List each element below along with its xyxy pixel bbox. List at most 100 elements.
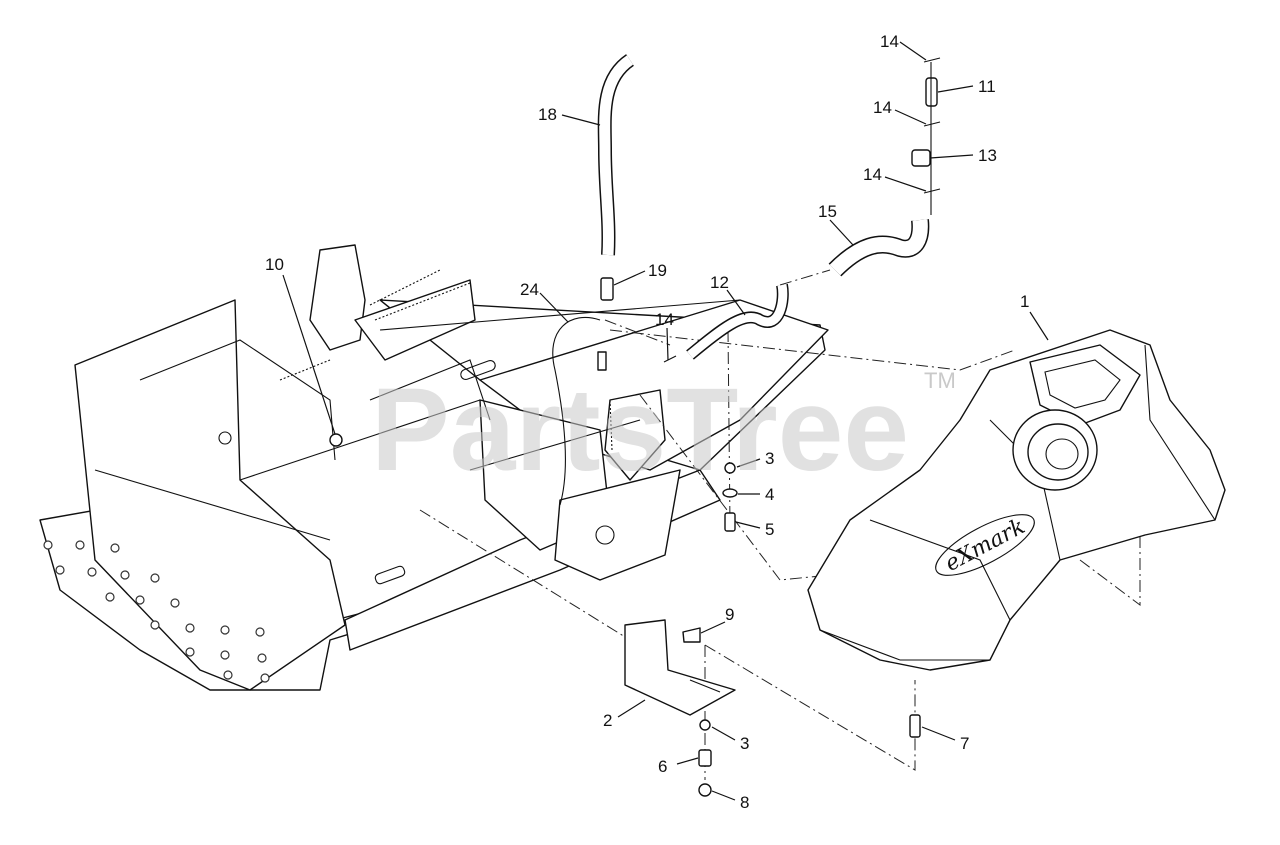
deck-bolt: [150, 620, 160, 630]
leader-14b: [894, 109, 927, 125]
fuel-lines: [552, 54, 941, 506]
callout-10: 10: [265, 255, 284, 274]
fuel-tank-ridge: [869, 519, 1011, 621]
leader-18: [561, 114, 601, 126]
watermark: PartsTree TM: [371, 364, 956, 496]
deck-bolt: [170, 598, 180, 608]
frame-upright-bracket: [309, 244, 366, 351]
plug-9: [682, 627, 701, 643]
callout-14b: 14: [873, 98, 892, 117]
fuel-hose-inner: [687, 284, 788, 359]
callout-6: 6: [658, 757, 667, 776]
assembly-line: [639, 394, 831, 581]
deck-bolt: [120, 570, 130, 580]
leader-24: [539, 292, 569, 323]
deck-bolt: [150, 573, 160, 583]
leader-12: [726, 289, 746, 316]
frame-seat-support: [354, 279, 476, 361]
frame-inner-edge: [139, 339, 336, 461]
nut-6: [698, 749, 712, 767]
frame-inner-edge: [369, 359, 491, 421]
leader-7: [921, 726, 956, 741]
callout-18: 18: [538, 105, 557, 124]
frame-mounting-tab: [604, 389, 666, 481]
fuel-tank-handle-inner: [1044, 359, 1121, 409]
frame-hole: [218, 431, 232, 445]
frame-spring: [374, 282, 471, 321]
deck-bolt: [257, 653, 267, 663]
deck-bolt: [260, 673, 270, 683]
fuel-tank-ridge: [819, 629, 990, 661]
frame-lower-bracket: [554, 469, 681, 581]
callout-24: 24: [520, 280, 539, 299]
leader-14c: [884, 176, 927, 192]
mounting-bracket-slot: [689, 679, 721, 693]
callout-12: 12: [710, 273, 729, 292]
assembly-line: [609, 329, 1016, 371]
leader-lines: [282, 41, 1049, 801]
frame-inner-edge: [94, 469, 331, 541]
bolt-5: [724, 512, 736, 532]
assembly-line: [1079, 530, 1141, 606]
callout-13: 13: [978, 146, 997, 165]
callout-4: 4: [765, 485, 774, 504]
deck-bolt: [185, 623, 195, 633]
assembly-line: [704, 644, 916, 771]
hose-clamp: [923, 188, 941, 194]
hose-clamp: [923, 57, 941, 63]
leader-19: [613, 270, 646, 286]
frame-spring: [279, 359, 331, 381]
callout-3b: 3: [740, 734, 749, 753]
fuel-tank-handle: [1029, 344, 1141, 426]
callout-14c: 14: [863, 165, 882, 184]
leader-11: [937, 85, 974, 93]
nut-8: [698, 783, 712, 797]
washer-3-upper: [724, 462, 736, 474]
assembly-line: [419, 509, 631, 641]
frame-slot: [374, 565, 406, 585]
frame-lower-body: [74, 299, 346, 691]
hose-clamp: [923, 121, 941, 127]
watermark-text: PartsTree: [371, 364, 909, 496]
callout-5: 5: [765, 520, 774, 539]
deck-bolt: [75, 540, 85, 550]
leader-14a: [899, 41, 927, 61]
frame-spring: [369, 269, 441, 306]
deck-bolt: [223, 670, 233, 680]
vent-fitting: [600, 277, 614, 301]
callout-7: 7: [960, 734, 969, 753]
grommet-10: [329, 433, 343, 447]
hose-clamp: [663, 355, 677, 363]
watermark-trademark: TM: [924, 368, 956, 393]
callout-15: 15: [818, 202, 837, 221]
leader-6: [676, 757, 699, 765]
leader-15: [829, 219, 854, 246]
callout-3a: 3: [765, 449, 774, 468]
spacer-7: [909, 714, 921, 738]
lockwasher-4: [722, 488, 738, 498]
assembly-line: [779, 269, 831, 286]
shutoff-valve: [911, 149, 931, 167]
deck-bolt: [87, 567, 97, 577]
deck-bolt: [110, 543, 120, 553]
frame-inner-edge: [379, 299, 741, 331]
leader-14d: [666, 327, 669, 361]
deck-bolt: [220, 650, 230, 660]
fuel-line-24-end: [597, 351, 607, 371]
callout-19: 19: [648, 261, 667, 280]
deck-bolt: [185, 647, 195, 657]
callout-1: 1: [1020, 292, 1029, 311]
leader-3b: [711, 726, 736, 741]
frame-slot: [460, 360, 496, 380]
callout-14a: 14: [880, 32, 899, 51]
leader-8: [711, 790, 736, 801]
callout-14d: 14: [655, 310, 674, 329]
leader-9: [700, 621, 726, 634]
callout-labels: 1 2 3 3 4 5 6 7 8 9 10 11 12 13 14 14 14…: [265, 32, 1029, 812]
frame-hole: [595, 525, 615, 545]
fuel-tank-ridge: [1144, 344, 1216, 521]
fuel-tank: eXmark: [807, 329, 1226, 671]
frame-spring: [609, 399, 613, 451]
callout-8: 8: [740, 793, 749, 812]
